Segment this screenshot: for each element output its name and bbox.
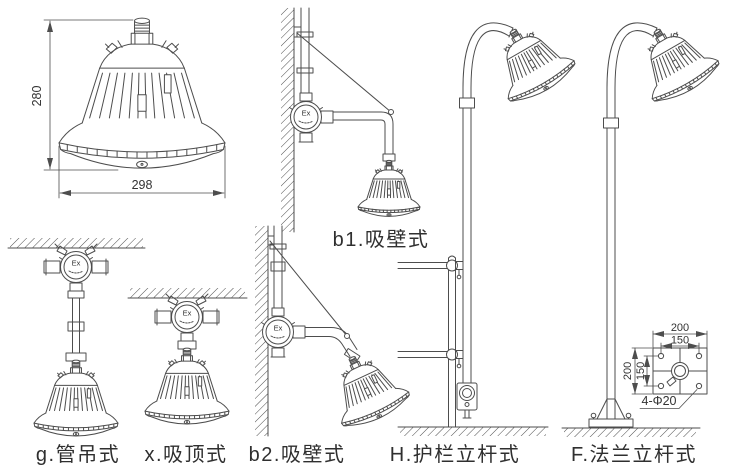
caption-x: x.吸顶式 bbox=[144, 443, 227, 466]
box-top-stub bbox=[300, 93, 312, 101]
flange-detail-drawing: 200 150 200 150 4-Φ20 bbox=[622, 322, 707, 409]
left-outer-dim-text: 200 bbox=[622, 362, 634, 380]
pole-socket-outer bbox=[672, 363, 689, 380]
caption-f: F.法兰立杆式 bbox=[571, 443, 697, 466]
width-extension-lines bbox=[59, 146, 225, 198]
base-plate bbox=[589, 419, 633, 427]
brace-rod bbox=[270, 241, 347, 336]
reducer-fitting bbox=[68, 291, 84, 298]
pin-head-lower bbox=[457, 364, 461, 368]
pole-union bbox=[460, 98, 475, 108]
pole-box-bolt bbox=[465, 403, 469, 407]
ground-hatch bbox=[400, 427, 546, 436]
pipe-union bbox=[68, 322, 84, 331]
lamp-drawing bbox=[357, 160, 421, 217]
arm-pipe bbox=[333, 112, 393, 154]
pole-box-cover-inner bbox=[463, 389, 472, 398]
gooseneck bbox=[463, 23, 513, 88]
pole-socket-inner bbox=[675, 366, 686, 377]
junction-box bbox=[289, 101, 323, 133]
base-gussets bbox=[597, 399, 625, 419]
lamp-pole bbox=[607, 88, 615, 419]
wall-hatch bbox=[255, 226, 268, 436]
conduit-union bbox=[271, 262, 285, 271]
rail-hub-lower bbox=[447, 349, 458, 360]
box-bottom-stub bbox=[272, 348, 284, 357]
pole-bottom-stub bbox=[463, 410, 471, 418]
pin-head-upper bbox=[457, 275, 461, 279]
box-right-stub bbox=[321, 111, 333, 123]
figure-dimensioned-lamp: 280 298 bbox=[30, 17, 226, 198]
figure-f-flange-pole: F.法兰立杆式 bbox=[562, 11, 725, 466]
brace-rod bbox=[297, 33, 391, 112]
lamp-drawing bbox=[144, 347, 230, 425]
conduit-clamp-2 bbox=[297, 68, 313, 73]
figure-g-pipe-pendant: g.管吊式 bbox=[8, 238, 145, 466]
brace-anchor-plate bbox=[294, 27, 301, 37]
caption-g: g.管吊式 bbox=[36, 443, 120, 466]
pole-junction-box bbox=[457, 383, 477, 410]
bolt-hole-br bbox=[696, 383, 701, 388]
pendant-pipe bbox=[73, 298, 80, 353]
holes-leader bbox=[640, 390, 697, 409]
figure-x-ceiling-mount: x.吸顶式 bbox=[128, 288, 247, 466]
height-extension-lines bbox=[44, 20, 133, 170]
figure-h-guardrail-pole: H.护栏立杆式 bbox=[390, 11, 581, 466]
caption-b1: b1.吸壁式 bbox=[333, 228, 430, 251]
ceiling-hatch bbox=[10, 238, 143, 248]
wall-hatch bbox=[281, 8, 294, 232]
box-right-stub bbox=[293, 326, 305, 338]
lamp-drawing bbox=[623, 11, 725, 109]
junction-box bbox=[261, 316, 295, 348]
arm-pipe bbox=[305, 328, 357, 357]
height-dim-text: 280 bbox=[30, 86, 44, 107]
brace-connector bbox=[389, 110, 394, 115]
ceiling-hatch bbox=[130, 288, 245, 298]
pole-union bbox=[604, 118, 619, 128]
lamp-drawing bbox=[33, 359, 119, 437]
width-dim-text: 298 bbox=[132, 178, 153, 192]
caption-b2: b2.吸壁式 bbox=[249, 443, 346, 466]
rail-hub-upper bbox=[447, 260, 458, 271]
brace-anchor-plate bbox=[268, 236, 274, 245]
conduit-clamp bbox=[270, 244, 286, 249]
top-outer-dim-text: 200 bbox=[671, 322, 689, 334]
figure-b1-wall-mount: b1.吸壁式 bbox=[281, 8, 430, 251]
gooseneck bbox=[607, 23, 657, 88]
pole-box-cover bbox=[460, 386, 475, 401]
lamp-drawing bbox=[479, 11, 581, 109]
guardrail-rail-lower bbox=[398, 352, 449, 358]
junction-box bbox=[170, 301, 204, 333]
figure-b2-wall-mount: b2.吸壁式 bbox=[249, 226, 414, 466]
ground-hatch bbox=[564, 428, 696, 437]
box-bottom-stub bbox=[300, 133, 312, 142]
holes-label: 4-Φ20 bbox=[642, 394, 677, 408]
conduit-clamp-1 bbox=[297, 32, 313, 37]
caption-h: H.护栏立杆式 bbox=[390, 443, 521, 466]
guardrail-post bbox=[449, 256, 456, 427]
anchor-bolt-left bbox=[591, 413, 596, 418]
socket-clamp bbox=[667, 377, 676, 386]
lamp-drawing bbox=[317, 341, 414, 434]
anchor-bolt-right bbox=[626, 413, 631, 418]
box-bottom-stub bbox=[181, 333, 193, 341]
brace-connector bbox=[345, 334, 350, 339]
lamp-pole bbox=[463, 88, 471, 383]
conduit-pipe bbox=[301, 8, 309, 93]
bolt-hole-bl bbox=[658, 383, 663, 388]
guardrail-rail-upper bbox=[398, 263, 449, 269]
lamp-front-view bbox=[58, 17, 226, 169]
junction-box bbox=[59, 251, 93, 283]
conduit-pipe bbox=[274, 226, 282, 308]
box-top-stub bbox=[272, 308, 284, 316]
box-bottom-stub bbox=[70, 283, 82, 291]
left-inner-dim-text: 150 bbox=[635, 362, 647, 380]
top-inner-dim-text: 150 bbox=[671, 335, 689, 347]
